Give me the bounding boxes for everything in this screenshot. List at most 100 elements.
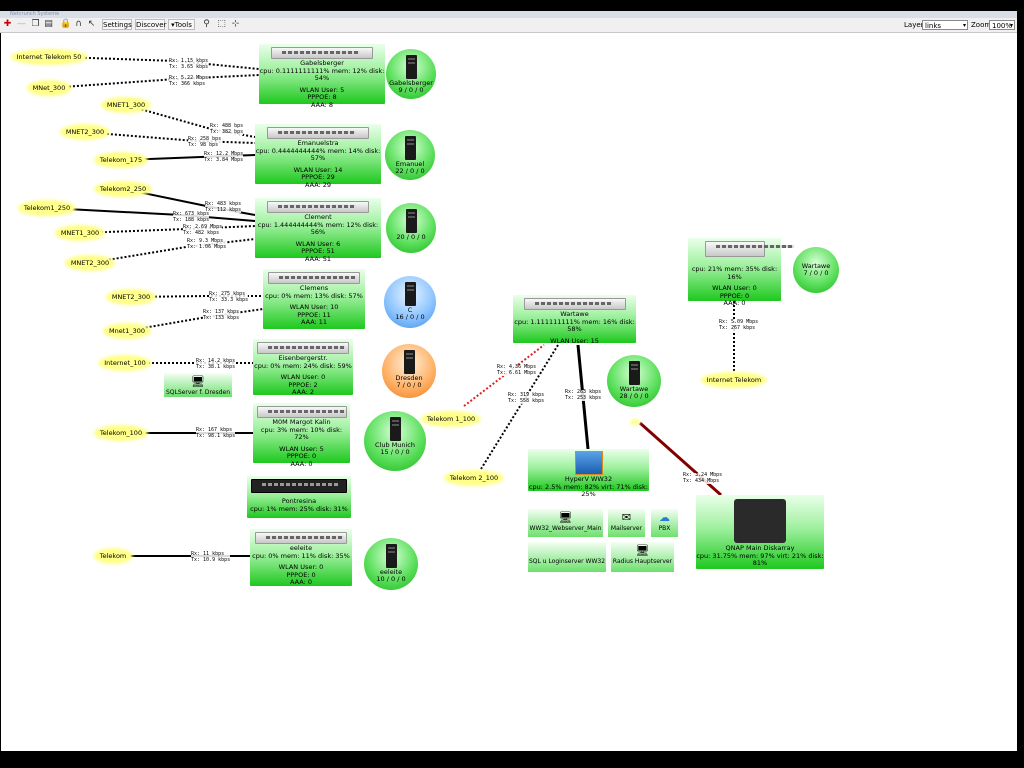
binoculars-icon[interactable]: ⚲: [203, 19, 210, 29]
cloud-node[interactable]: [632, 421, 638, 423]
server-stack-icon: [574, 451, 603, 475]
router-icon: [267, 127, 369, 139]
status-bubble-clement[interactable]: 20 / 0 / 0: [386, 203, 436, 253]
cloud-mnet2-300-c[interactable]: MNET2_300: [107, 291, 155, 303]
zoom-value: 100%: [992, 22, 1013, 30]
layer-label: Layer:: [904, 21, 926, 29]
chevron-down-icon: ▾: [962, 22, 966, 29]
chevron-down-icon: ▾: [171, 21, 175, 29]
device-pontresina[interactable]: Pontresina cpu: 1% mem: 25% disk: 31%: [247, 476, 351, 518]
zoom-select[interactable]: 100%▾: [989, 20, 1015, 30]
device-eisenbergerstrasse[interactable]: Eisenbergerstr. cpu: 0% mem: 24% disk: 5…: [253, 339, 353, 396]
window-title: Netcrunch Systeme: [10, 11, 60, 17]
settings-button[interactable]: Settings: [102, 19, 132, 30]
status-bubble-dresden[interactable]: Dresden 7 / 0 / 0: [382, 344, 436, 398]
device-clemens[interactable]: Clemens cpu: 0% mem: 13% disk: 57% WLAN …: [263, 269, 365, 329]
status-bubble-gabelsberger[interactable]: Gabelsberger 9 / 0 / 0: [386, 49, 436, 99]
cloud-telekom-2-100[interactable]: Telekom 2_100: [445, 472, 503, 484]
switch-icon: [256, 406, 347, 418]
zoom-label: Zoom:: [971, 21, 994, 29]
paste-icon[interactable]: ▤: [44, 19, 53, 29]
service-sqlserver-dresden[interactable]: 🖥 SQLServer f. Dresden: [164, 373, 232, 397]
cloud-telekom-1-100[interactable]: Telekom 1_100: [422, 413, 480, 425]
server-icon: 🖥: [635, 544, 650, 557]
web-server-icon: 🖥: [558, 511, 573, 524]
cloud-telekom-100[interactable]: Telekom_100: [95, 427, 147, 439]
router-icon: [268, 272, 360, 284]
cloud-internet-telekom[interactable]: Internet Telekom: [702, 374, 766, 386]
cloud-telekom-175[interactable]: Telekom_175: [95, 154, 147, 166]
device-hyperv-ww32[interactable]: HyperV WW32 cpu: 2.5% mem: 82% virt: 71%…: [528, 449, 649, 498]
cloud-telekom2-250[interactable]: Telekom2_250: [95, 183, 151, 195]
tools-menu-button[interactable]: ▾Tools: [168, 19, 195, 30]
pointer-icon[interactable]: ↖: [87, 19, 96, 29]
discover-button[interactable]: Discover: [135, 19, 167, 30]
cloud-mnet2-300-b[interactable]: MNET2_300: [66, 257, 114, 269]
device-clement[interactable]: Clement cpu: 1.444444444% mem: 12% disk:…: [255, 198, 381, 262]
service-sql-loginserver-ww32[interactable]: SQL u Loginserver WW32: [528, 542, 606, 572]
copy-icon[interactable]: ❐: [31, 19, 40, 29]
fit-icon[interactable]: ⬚: [217, 19, 226, 29]
layout-icon[interactable]: ⊹: [231, 19, 240, 29]
cloud-internet-telekom-50[interactable]: Internet Telekom 50: [12, 51, 86, 63]
server-tower-icon: [405, 209, 417, 233]
cloud-mnet-300[interactable]: MNet_300: [28, 82, 70, 94]
device-emanuelstrasse[interactable]: Emanuelstra cpu: 0.4444444444% mem: 14% …: [255, 124, 381, 188]
cloud-telekom1-250[interactable]: Telekom1_250: [19, 202, 75, 214]
status-bubble-wartawe[interactable]: Wartawe 28 / 0 / 0: [607, 355, 661, 407]
status-bubble-clemens[interactable]: C 16 / 0 / 0: [384, 276, 436, 328]
device-qnap-main-diskarray[interactable]: QNAP Main Diskarray cpu: 31.75% mem: 97%…: [696, 495, 824, 569]
cloud-mnet2-300[interactable]: MNET2_300: [61, 126, 109, 138]
link-line: [480, 344, 559, 470]
cloud-mnet1-300[interactable]: MNET1_300: [102, 99, 150, 111]
router-icon: [251, 479, 347, 493]
layer-select[interactable]: links▾: [922, 20, 968, 30]
lock-icon[interactable]: 🔒: [60, 19, 72, 29]
cloud-mnet1-300-c[interactable]: Mnet1_300: [104, 325, 150, 337]
server-tower-icon: [404, 136, 416, 160]
router-icon: [257, 342, 349, 354]
device-eeleite[interactable]: eeleite cpu: 0% mem: 11% disk: 35% WLAN …: [250, 529, 352, 586]
device-wartawe[interactable]: Wartawe cpu: 1.111111111% mem: 16% disk:…: [513, 295, 636, 344]
server-tower-icon: [403, 350, 415, 374]
nas-icon: [734, 499, 786, 543]
link-line: [463, 344, 545, 407]
service-radius-hauptserver[interactable]: 🖥 Radius Hauptserver: [611, 542, 674, 572]
cloud-internet-100[interactable]: Internet_100: [100, 357, 150, 369]
router-icon: [255, 532, 347, 544]
network-map-canvas[interactable]: Internet Telekom 50 MNet_300 MNET1_300 M…: [1, 33, 1017, 751]
screen-bottom-border: [0, 752, 1024, 768]
remove-icon[interactable]: —: [17, 19, 26, 29]
device-gabelsberger[interactable]: Gabelsberger cpu: 0.1111111111% mem: 12%…: [259, 44, 385, 108]
router-icon: [523, 298, 626, 310]
link-line: [48, 74, 260, 89]
server-icon: [558, 544, 576, 558]
add-icon[interactable]: ✚: [3, 19, 12, 29]
server-tower-icon: [628, 361, 640, 385]
cloud-telekom[interactable]: Telekom: [95, 550, 131, 562]
status-bubble-emanuel[interactable]: Emanuel 22 / 0 / 0: [385, 130, 435, 180]
cloud-mnet1-300-b[interactable]: MNET1_300: [56, 227, 104, 239]
status-bubble-club-munich[interactable]: Club Munich 15 / 0 / 0: [364, 411, 426, 471]
database-server-icon: 🖥: [191, 375, 205, 388]
service-pbx[interactable]: ☁ PBX: [651, 509, 678, 537]
link-line: [125, 308, 264, 332]
link-icon[interactable]: ∩: [75, 19, 82, 29]
service-mailserver[interactable]: ✉ Mailserver: [608, 509, 645, 537]
status-bubble-wartawe-2[interactable]: Wartawe 7 / 0 / 0: [793, 247, 839, 293]
device-wartawe-2[interactable]: cpu: 21% mem: 35% disk: 16% WLAN User: 0…: [688, 238, 794, 307]
status-bubble-eeleite[interactable]: eeleite 10 / 0 / 0: [364, 538, 418, 590]
device-m0m-margot-kalin[interactable]: M0M Margot Kalin cpu: 3% mem: 10% disk: …: [253, 403, 350, 467]
service-ww32-webserver-main[interactable]: 🖥 WW32_Webserver_Main: [528, 509, 603, 537]
